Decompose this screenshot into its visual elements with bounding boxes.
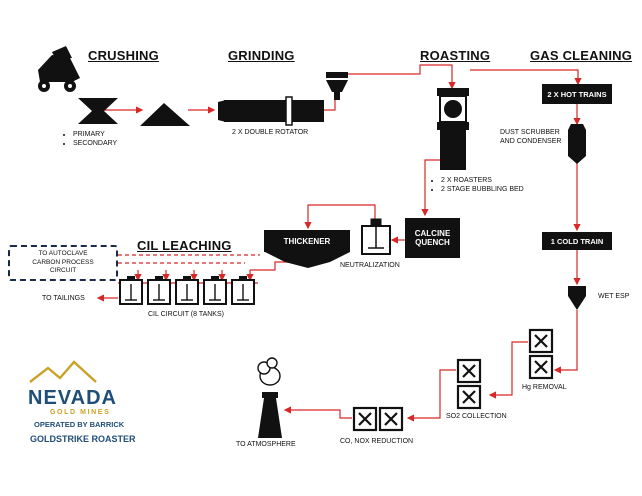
section-gas-cleaning: GAS CLEANING <box>530 48 633 63</box>
hot-trains-box: 2 X HOT TRAINS <box>542 84 612 104</box>
haul-truck-icon <box>38 46 80 92</box>
cil-tank <box>147 276 171 305</box>
label-primary: PRIMARY <box>73 130 117 139</box>
label-hg-removal: Hg REMOVAL <box>522 384 567 391</box>
flow-roaster-to-hot-trains <box>470 69 582 86</box>
flow-conox-to-stack <box>283 406 352 419</box>
crusher-icon <box>78 98 118 124</box>
wet-esp-icon <box>568 286 586 310</box>
neutralization-tank-icon <box>361 218 391 255</box>
roaster-label-list: 2 X ROASTERS 2 STAGE BUBBLING BED <box>432 176 524 195</box>
label-to-atmosphere: TO ATMOSPHERE <box>236 441 296 448</box>
roaster-icon <box>437 88 469 170</box>
hopper-icon <box>326 72 348 100</box>
label-wet-esp: WET ESP <box>598 293 630 300</box>
flow-roaster-to-quench <box>421 159 440 217</box>
logo-operated: OPERATED BY BARRICK <box>34 420 125 429</box>
crushing-stage-list: PRIMARY SECONDARY <box>64 130 117 149</box>
scrubber-icon <box>568 124 586 164</box>
flow-esp-to-hg <box>553 310 578 374</box>
dust-scrubber-label: DUST SCRUBBER AND CONDENSER <box>500 129 562 146</box>
x-boxes <box>352 328 554 432</box>
logo-nevada: NEVADA <box>28 387 117 409</box>
cil-tank <box>175 276 199 305</box>
flow-hopper-to-roaster <box>348 64 456 90</box>
flow-so2-to-conox <box>406 369 456 422</box>
label-bubbling-bed: 2 STAGE BUBBLING BED <box>441 185 524 194</box>
flow-hg-to-so2 <box>488 341 528 399</box>
nevada-logo-icon <box>29 360 97 383</box>
cil-tanks <box>119 276 255 305</box>
hg-removal-units <box>528 328 554 380</box>
label-double-rotator: 2 X DOUBLE ROTATOR <box>232 129 309 136</box>
cil-tank <box>119 276 143 305</box>
section-cil-leaching: CIL LEACHING <box>137 238 232 253</box>
calcine-quench-box: CALCINE QUENCH <box>405 218 460 258</box>
autoclave-circuit-box: TO AUTOCLAVE CARBON PROCESS CIRCUIT <box>8 245 118 281</box>
flow-thickener-to-cil <box>250 261 295 271</box>
flow-neutralization-to-thickener <box>304 204 376 230</box>
equipment <box>38 46 586 438</box>
label-cil-circuit: CIL CIRCUIT (8 TANKS) <box>148 311 224 318</box>
section-grinding: GRINDING <box>228 48 295 63</box>
cil-tank <box>203 276 227 305</box>
thickener-box: THICKENER <box>264 230 350 252</box>
mill-icon <box>218 96 324 126</box>
label-co-nox: CO, NOX REDUCTION <box>340 438 414 445</box>
section-crushing: CRUSHING <box>88 48 159 63</box>
label-to-tailings: TO TAILINGS <box>42 295 85 302</box>
label-so2-collection: SO2 COLLECTION <box>446 413 507 420</box>
thickener-icon <box>265 252 350 268</box>
cil-tank <box>231 276 255 305</box>
label-secondary: SECONDARY <box>73 139 117 148</box>
stack-icon <box>257 357 282 438</box>
label-neutralization: NEUTRALIZATION <box>340 262 400 269</box>
section-roasting: ROASTING <box>420 48 491 63</box>
stockpile-icon <box>140 103 190 126</box>
label-roasters: 2 X ROASTERS <box>441 176 524 185</box>
cold-train-box: 1 COLD TRAIN <box>542 232 612 250</box>
logo-gold-mines: GOLD MINES <box>50 409 111 416</box>
so2-collection-units <box>456 358 482 410</box>
logo-facility: GOLDSTRIKE ROASTER <box>30 434 136 444</box>
co-nox-units <box>352 406 404 432</box>
